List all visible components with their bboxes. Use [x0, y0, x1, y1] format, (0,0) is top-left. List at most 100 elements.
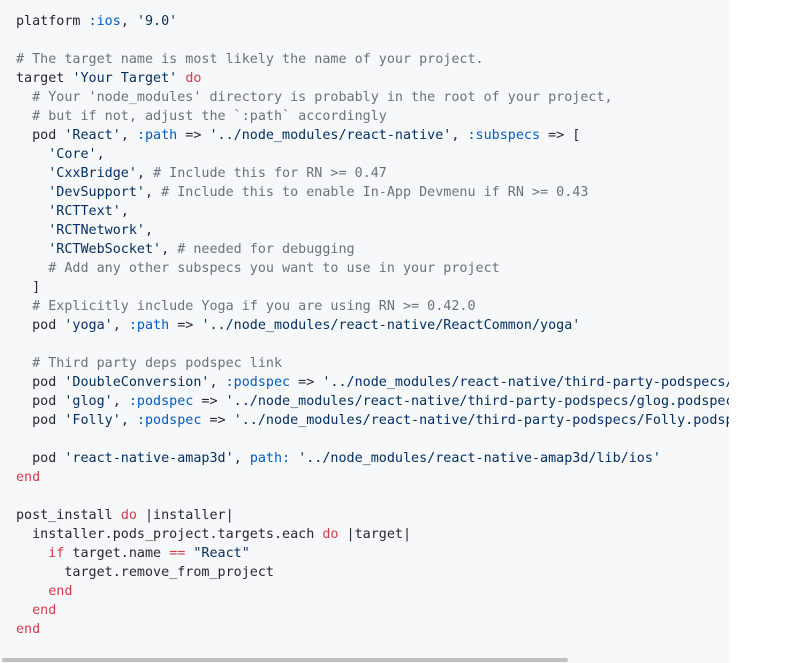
code-line: pod 'Folly', :podspec => '../node_module…: [16, 411, 729, 430]
code-token-string: '../node_modules/react-native': [209, 128, 452, 143]
code-token-plain: installer.pods_project.targets.each: [16, 527, 323, 542]
code-token-plain: [16, 546, 48, 561]
code-line: # Third party deps podspec link: [16, 354, 729, 373]
code-line: 'CxxBridge', # Include this for RN >= 0.…: [16, 164, 729, 183]
code-token-symbol: :path: [136, 128, 178, 143]
code-token-plain: target: [16, 71, 73, 86]
code-token-string: 'React': [64, 128, 121, 143]
code-token-plain: pod: [16, 128, 65, 143]
code-token-string: '9.0': [136, 14, 178, 29]
code-token-keyword: ==: [169, 546, 186, 561]
code-token-plain: ,: [145, 185, 162, 200]
code-token-plain: |installer|: [136, 508, 234, 523]
code-token-string: 'glog': [64, 394, 113, 409]
code-token-plain: =>: [169, 318, 202, 333]
code-token-plain: [16, 90, 32, 105]
code-token-string: '../node_modules/react-native-amap3d/lib…: [298, 451, 661, 466]
code-line: pod 'DoubleConversion', :podspec => '../…: [16, 373, 729, 392]
code-line: # Explicitly include Yoga if you are usi…: [16, 297, 729, 316]
code-line: target 'Your Target' do: [16, 69, 729, 88]
code-token-plain: ,: [96, 147, 105, 162]
code-token-symbol: :podspec: [128, 394, 194, 409]
code-token-string: 'yoga': [64, 318, 113, 333]
code-token-keyword: do: [120, 508, 137, 523]
code-token-plain: =>: [193, 394, 226, 409]
code-block: platform :ios, '9.0' # The target name is…: [16, 14, 729, 637]
code-line: # Your 'node_modules' directory is proba…: [16, 88, 729, 107]
code-token-string: '../node_modules/react-native/third-part…: [322, 375, 729, 390]
code-token-plain: [16, 223, 48, 238]
code-token-plain: ,: [120, 413, 137, 428]
code-token-comment: # Explicitly include Yoga if you are usi…: [32, 299, 476, 314]
code-token-plain: ,: [233, 451, 250, 466]
code-line: ]: [16, 278, 729, 297]
code-token-string: 'Core': [48, 147, 97, 162]
code-token-symbol: path:: [249, 451, 291, 466]
code-token-plain: pod: [16, 375, 65, 390]
code-token-plain: target.name: [64, 546, 170, 561]
code-token-plain: =>: [201, 413, 234, 428]
code-line: installer.pods_project.targets.each do |…: [16, 525, 729, 544]
code-line: end: [16, 468, 729, 487]
code-token-keyword: if: [48, 546, 65, 561]
code-token-string: 'Folly': [64, 413, 121, 428]
code-token-plain: [16, 166, 48, 181]
code-token-symbol: :ios: [88, 14, 121, 29]
code-token-comment: # Your 'node_modules' directory is proba…: [32, 90, 613, 105]
code-token-plain: pod: [16, 451, 65, 466]
code-token-plain: ,: [112, 394, 129, 409]
code-token-string: 'CxxBridge': [48, 166, 137, 181]
code-token-plain: => [: [540, 128, 581, 143]
code-token-string: 'DevSupport': [48, 185, 145, 200]
code-token-plain: [290, 451, 298, 466]
code-line: 'Core',: [16, 145, 729, 164]
code-line: [16, 31, 729, 50]
code-token-string: 'Your Target': [72, 71, 178, 86]
code-token-string: '../node_modules/react-native/third-part…: [225, 394, 729, 409]
code-token-symbol: :podspec: [136, 413, 202, 428]
code-token-comment: # Add any other subspecs you want to use…: [48, 261, 500, 276]
code-token-plain: [16, 185, 48, 200]
code-token-plain: [16, 603, 32, 618]
code-line: # Add any other subspecs you want to use…: [16, 259, 729, 278]
code-token-plain: platform: [16, 14, 89, 29]
code-token-plain: pod: [16, 413, 65, 428]
code-token-plain: ]: [16, 280, 41, 295]
code-token-plain: [16, 356, 32, 371]
code-token-keyword: do: [185, 71, 202, 86]
horizontal-scrollbar[interactable]: [0, 657, 729, 663]
code-line: [16, 487, 729, 506]
code-line: 'RCTNetwork',: [16, 221, 729, 240]
code-token-comment: # Include this for RN >= 0.47: [153, 166, 387, 181]
code-token-keyword: end: [16, 470, 41, 485]
code-token-string: 'RCTWebSocket': [48, 242, 162, 257]
code-token-plain: ,: [161, 242, 178, 257]
code-line: pod 'React', :path => '../node_modules/r…: [16, 126, 729, 145]
code-token-plain: =>: [177, 128, 210, 143]
code-token-comment: # The target name is most likely the nam…: [16, 52, 484, 67]
code-line: # but if not, adjust the `:path` accordi…: [16, 107, 729, 126]
code-token-plain: ,: [451, 128, 468, 143]
code-token-plain: ,: [136, 166, 154, 181]
code-content: platform :ios, '9.0' # The target name is…: [16, 14, 729, 637]
code-token-plain: target.remove_from_project: [16, 565, 274, 580]
code-token-string: 'RCTNetwork': [48, 223, 145, 238]
horizontal-scrollbar-thumb[interactable]: [2, 658, 568, 662]
code-token-plain: post_install: [16, 508, 121, 523]
code-token-plain: ,: [112, 318, 129, 333]
code-token-plain: pod: [16, 394, 65, 409]
code-token-plain: ,: [120, 128, 137, 143]
code-token-keyword: end: [32, 603, 57, 618]
code-token-plain: pod: [16, 318, 65, 333]
code-token-plain: ,: [145, 223, 154, 238]
code-token-plain: [16, 109, 32, 124]
code-token-comment: # but if not, adjust the `:path` accordi…: [32, 109, 387, 124]
code-token-plain: [16, 261, 48, 276]
code-token-comment: # Third party deps podspec link: [32, 356, 283, 371]
code-token-plain: [16, 584, 48, 599]
code-token-symbol: :subspecs: [467, 128, 541, 143]
code-token-plain: ,: [120, 204, 129, 219]
code-token-string: '../node_modules/react-native/ReactCommo…: [201, 318, 581, 333]
code-token-symbol: :path: [128, 318, 170, 333]
code-token-comment: # Include this to enable In-App Devmenu …: [161, 185, 589, 200]
